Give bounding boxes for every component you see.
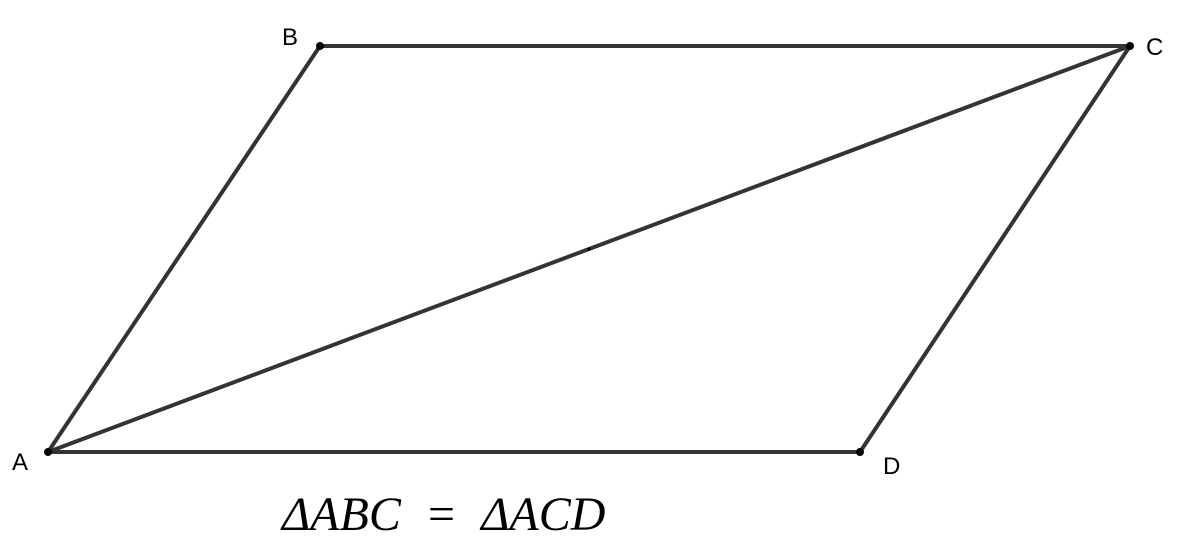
congruence-formula: ΔABC = ΔACD bbox=[280, 488, 605, 541]
point-c bbox=[1126, 42, 1134, 50]
vertex-label-c: C bbox=[1146, 34, 1163, 61]
vertex-label-a: A bbox=[12, 449, 28, 476]
segment-cd bbox=[858, 44, 1132, 454]
point-d bbox=[856, 448, 864, 456]
points-group bbox=[44, 42, 1134, 456]
point-a bbox=[44, 448, 52, 456]
vertex-label-d: D bbox=[883, 453, 900, 480]
vertex-label-b: B bbox=[282, 24, 298, 51]
diagonal-midpoint bbox=[587, 247, 591, 251]
labels-group: A B C D bbox=[12, 24, 1163, 480]
segment-ab bbox=[46, 44, 322, 454]
point-b bbox=[316, 42, 324, 50]
